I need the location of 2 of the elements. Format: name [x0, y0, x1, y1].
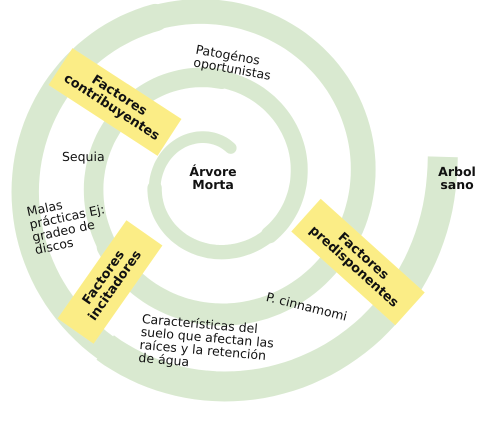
start-label: Arbol sano	[437, 165, 477, 191]
center-label: Árvore Morta	[188, 165, 238, 191]
